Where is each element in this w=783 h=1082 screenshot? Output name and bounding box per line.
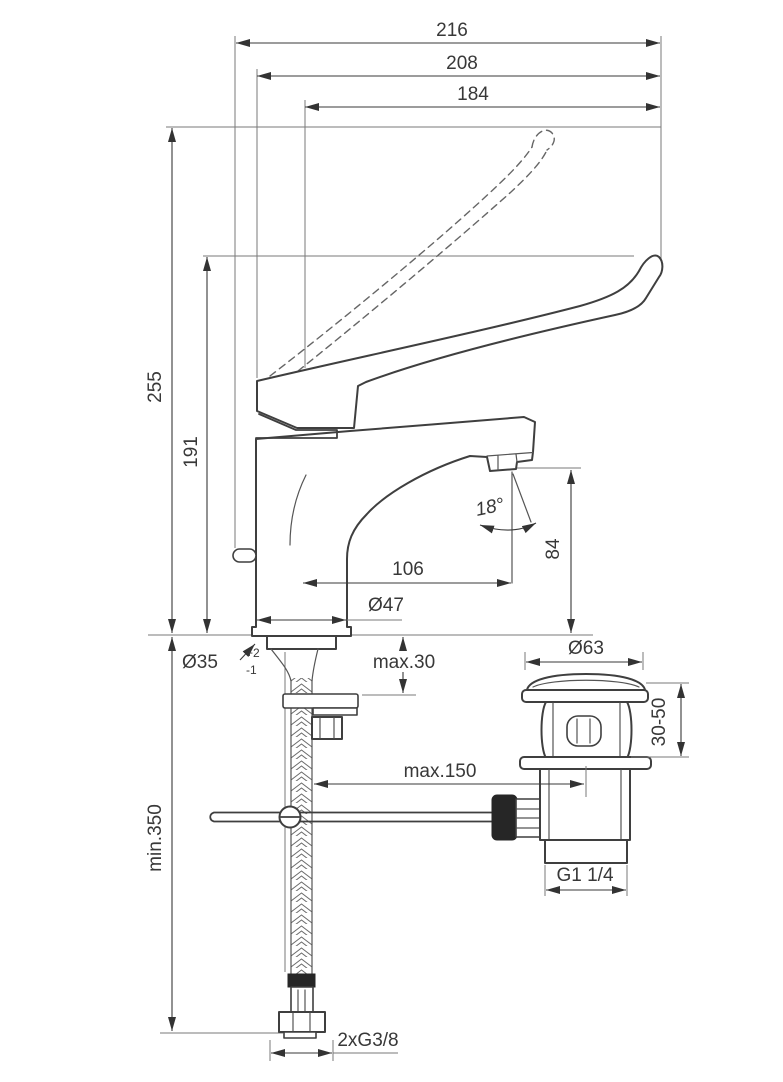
pop-up-rod (209, 811, 493, 823)
braided-hose-weave (291, 678, 312, 975)
waste-lower-body (539, 768, 631, 841)
lever-raised-dashed-outline (269, 129, 555, 377)
dim-label-dia35: Ø35 (182, 652, 218, 673)
pop-up-waste-assembly (519, 673, 652, 864)
dim-label-106: 106 (392, 559, 424, 580)
mounting-nut (311, 716, 343, 740)
dim-label-dia35-sub: -1 (246, 663, 257, 677)
dim-label-191: 191 (181, 436, 202, 468)
lever-pin-tab (232, 548, 257, 563)
dim-label-184: 184 (457, 84, 489, 105)
mounting-nut-facets (319, 717, 335, 739)
dim-label-dia63: Ø63 (568, 638, 604, 659)
dim-label-dia35-sup: +2 (246, 646, 260, 660)
stream-direction-line (512, 473, 532, 523)
dim-label-min350: min.350 (145, 804, 166, 872)
hose-thread-stub (283, 1031, 317, 1039)
dim-label-g38: 2xG3/8 (337, 1030, 398, 1051)
dim-label-g114: G1 1/4 (556, 865, 613, 886)
bracket-step (312, 707, 358, 716)
overflow-window-bars (576, 718, 591, 744)
hose-end-band (287, 973, 316, 988)
angle-arc-18 (479, 522, 537, 534)
rod-socket-ridges (516, 808, 541, 829)
waste-body-lines (552, 702, 621, 758)
dim-label-84: 84 (543, 538, 564, 560)
rod-joint-black (491, 794, 518, 841)
spout-inner-curve (289, 474, 307, 546)
waste-dome-arc (532, 679, 640, 688)
hose-funnel (270, 648, 319, 682)
mounting-bracket (282, 693, 359, 709)
dim-label-255: 255 (145, 371, 166, 403)
collar-knurl (297, 989, 306, 1012)
dim-label-dia47: Ø47 (368, 595, 404, 616)
dim-label-208: 208 (446, 53, 478, 74)
cartridge-cap-lines (255, 413, 338, 439)
hose-hex-nut (278, 1011, 326, 1033)
under-counter-assembly (209, 635, 542, 1039)
hose-hex-facets (292, 1012, 311, 1032)
waste-plug-dome (526, 673, 646, 691)
waste-upper-flange (521, 689, 649, 703)
lever-handle (256, 254, 664, 429)
mounting-flange (266, 635, 337, 650)
leader-dia35 (239, 643, 256, 661)
dim-label-max150: max.150 (404, 761, 477, 782)
waste-tailpiece (544, 839, 628, 864)
dim-label-30-50: 30-50 (649, 698, 670, 747)
dim-label-max30-bg (368, 651, 440, 672)
dimension-annotations: 216 208 184 255 191 min.350 84 106 Ø47 m… (145, 20, 689, 1061)
dim-label-216: 216 (436, 20, 468, 41)
hose-end-collar (290, 986, 314, 1014)
dim-label-max30: max.30 (373, 652, 435, 673)
overflow-window (566, 715, 602, 747)
dim-label-18deg: 18° (474, 494, 507, 521)
aerator-detail (486, 451, 534, 471)
extension-lines (148, 36, 662, 1034)
